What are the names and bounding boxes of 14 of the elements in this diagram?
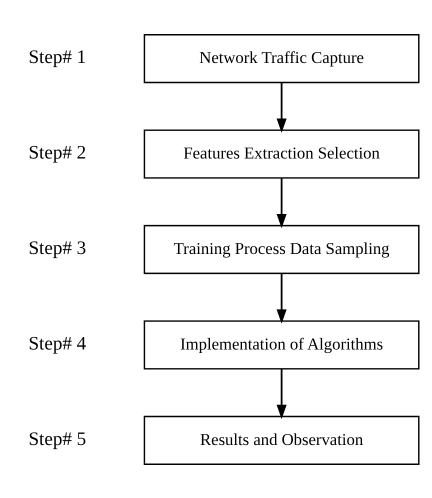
node-label: Step# 1 <box>28 46 86 68</box>
node-box: Features Extraction Selection <box>144 129 420 178</box>
node-box: Network Traffic Capture <box>144 34 420 83</box>
arrow <box>276 273 287 324</box>
arrow <box>276 368 287 419</box>
node-label: Step# 5 <box>28 428 86 450</box>
node-label: Step# 2 <box>28 142 86 164</box>
node-box: Training Process Data Sampling <box>144 224 420 274</box>
arrow <box>276 178 287 228</box>
node-label: Step# 3 <box>28 238 86 259</box>
node-box: Results and Observation <box>144 415 420 464</box>
node-label: Step# 4 <box>28 332 86 354</box>
node-box: Implementation of Algorithms <box>144 320 420 369</box>
arrow <box>276 82 287 132</box>
